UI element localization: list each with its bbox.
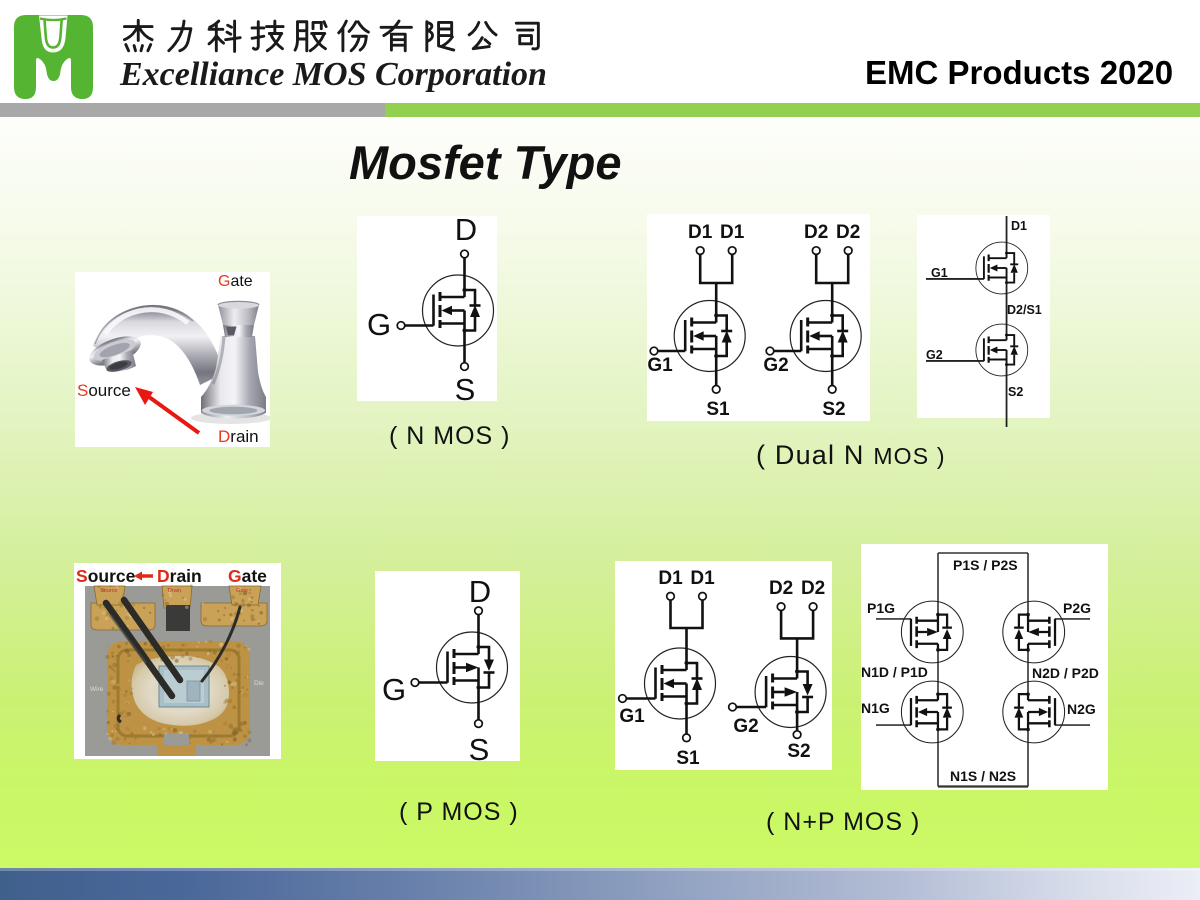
svg-text:Source: Source [100,588,117,594]
svg-text:N1D / P1D: N1D / P1D [861,664,928,680]
svg-text:N2D / P2D: N2D / P2D [1032,665,1099,681]
svg-text:Drain: Drain [218,427,259,446]
svg-text:S1: S1 [676,748,700,769]
svg-text:D2: D2 [769,578,793,599]
svg-text:G2: G2 [763,355,788,376]
svg-text:P1G: P1G [867,600,895,616]
svg-text:Gate: Gate [236,588,248,594]
svg-text:D2: D2 [836,222,860,243]
svg-text:Drain: Drain [168,588,181,594]
svg-text:G: G [367,307,391,342]
svg-text:D: D [455,212,477,247]
svg-text:D1: D1 [1011,219,1027,233]
svg-text:S2: S2 [1008,385,1023,399]
svg-text:S: S [455,372,476,407]
svg-text:P2G: P2G [1063,600,1091,616]
svg-text:D2: D2 [801,578,825,599]
svg-text:N1S / N2S: N1S / N2S [950,768,1016,784]
svg-text:Wire: Wire [90,686,104,693]
svg-text:S2: S2 [822,399,845,420]
svg-text:G2: G2 [926,348,943,362]
svg-text:G1: G1 [931,266,948,280]
svg-text:D2: D2 [804,222,828,243]
svg-text:G1: G1 [619,706,645,727]
svg-text:G1: G1 [647,355,673,376]
svg-text:P1S / P2S: P1S / P2S [953,557,1018,573]
svg-text:D1: D1 [688,222,713,243]
svg-text:Drain: Drain [157,566,202,586]
svg-text:D1: D1 [690,568,715,589]
svg-text:G2: G2 [733,716,758,737]
svg-text:N1G: N1G [861,700,890,716]
svg-text:S2: S2 [787,741,810,762]
svg-text:Source: Source [76,566,136,586]
svg-text:D1: D1 [658,568,683,589]
svg-text:D: D [469,574,491,609]
svg-text:Die: Die [254,680,264,687]
svg-text:D2/S1: D2/S1 [1007,303,1042,317]
svg-text:Gate: Gate [228,566,267,586]
svg-text:Gate: Gate [218,273,253,290]
svg-text:G: G [382,672,406,707]
svg-text:Source: Source [77,381,131,400]
svg-text:S: S [469,732,490,767]
svg-text:N2G: N2G [1067,701,1096,717]
svg-text:D1: D1 [720,222,745,243]
svg-text:S1: S1 [706,399,730,420]
